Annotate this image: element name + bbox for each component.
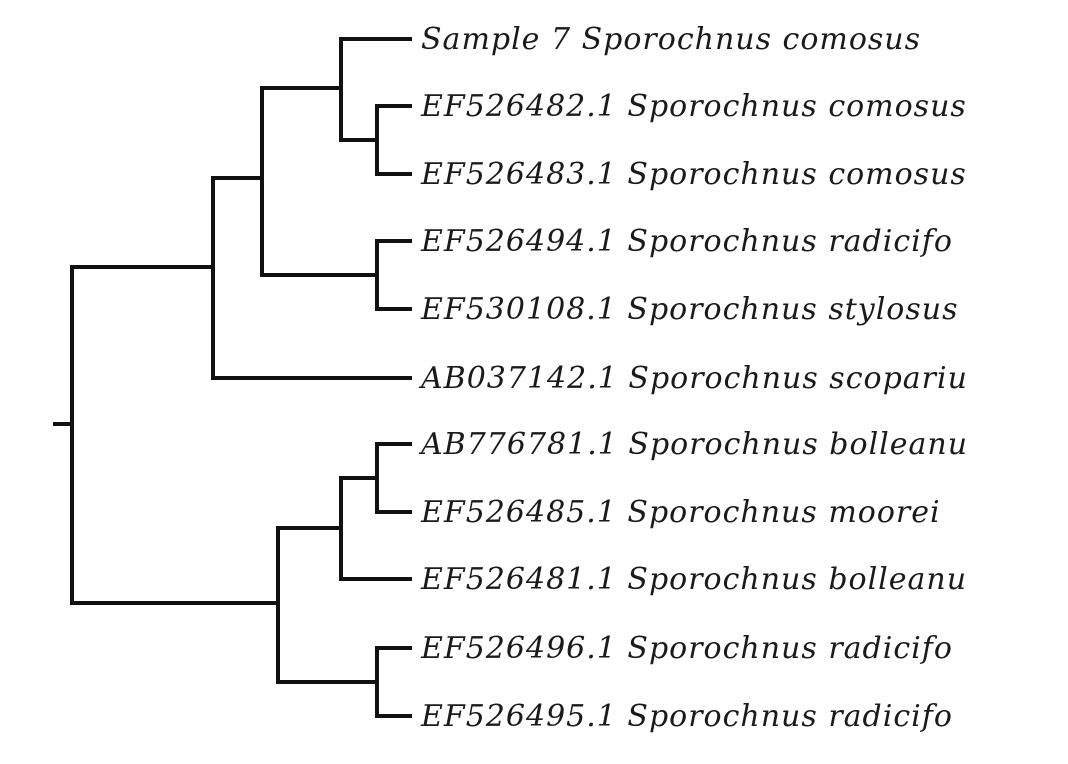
leaf-labels: Sample 7 Sporochnus comosus EF526482.1 S… <box>418 22 968 734</box>
leaf-label: EF526496.1 Sporochnus radicifo <box>420 631 953 666</box>
leaf-label: AB037142.1 Sporochnus scopariu <box>418 361 968 396</box>
leaf-label: EF526481.1 Sporochnus bolleanu <box>420 562 967 597</box>
leaf-label: EF526494.1 Sporochnus radicifo <box>420 224 953 259</box>
leaf-label: EF526483.1 Sporochnus comosus <box>420 157 967 192</box>
leaf-label: EF530108.1 Sporochnus stylosus <box>420 292 958 327</box>
leaf-label: AB776781.1 Sporochnus bolleanu <box>418 427 968 462</box>
leaf-label: Sample 7 Sporochnus comosus <box>421 22 921 57</box>
leaf-label: EF526495.1 Sporochnus radicifo <box>420 699 953 734</box>
leaf-label: EF526485.1 Sporochnus moorei <box>420 495 941 530</box>
tree-branches <box>53 37 412 718</box>
leaf-label: EF526482.1 Sporochnus comosus <box>420 89 967 124</box>
